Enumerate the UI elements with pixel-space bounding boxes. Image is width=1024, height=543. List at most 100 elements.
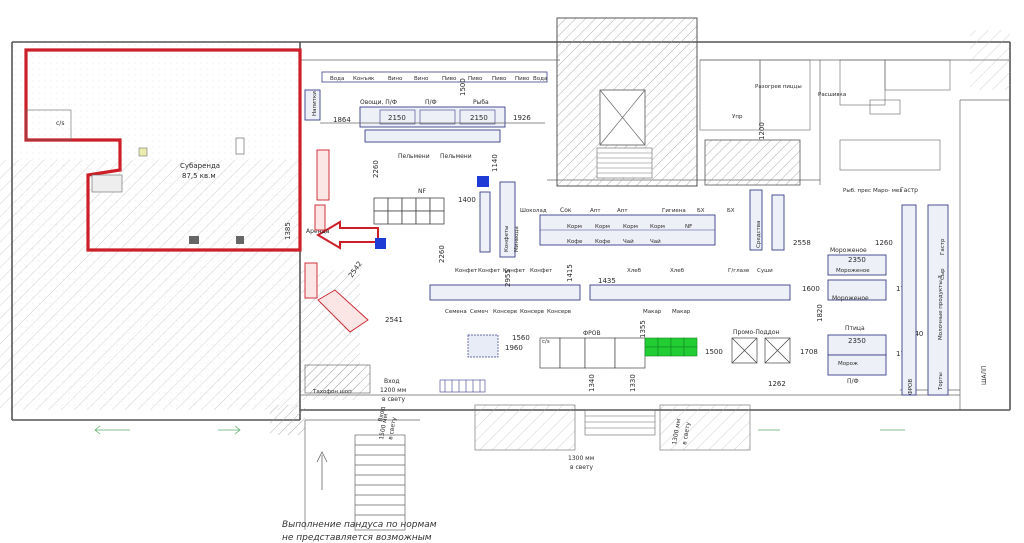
dim-1140: 1140	[491, 154, 499, 172]
dim-1415: 1415	[566, 264, 574, 282]
pelmeni-label-1: Пельмени	[398, 153, 430, 160]
dim-2541: 2541	[385, 316, 403, 324]
entry2-clear: 1500 мм	[378, 413, 389, 440]
top-label-8: Вода	[533, 76, 547, 82]
sublease-area: 87,5 кв.м	[182, 172, 216, 180]
min-label: Минвода	[514, 226, 520, 252]
apt1-label: Апт	[590, 208, 601, 214]
tax-shop-area	[304, 364, 371, 394]
pelmeni-rack	[364, 129, 501, 143]
pf-label: П/Ф	[425, 99, 437, 106]
glaze-label: Г/глазе	[728, 268, 750, 274]
ptitsa-label: Птица	[845, 325, 865, 332]
sublease-column-4	[189, 236, 199, 244]
top-label-5: Пиво	[468, 76, 483, 82]
kofe2-label: Кофе	[595, 239, 611, 245]
promo-label: Промо-Поддон	[733, 329, 780, 336]
konserv2-label: Консерв	[520, 309, 544, 315]
dim-1385: 1385	[284, 222, 292, 240]
pf-right-label: П/Ф	[847, 378, 859, 385]
molochnye-label: Молочные продукты 3	[938, 275, 944, 340]
dim-1260: 1260	[875, 239, 893, 247]
syr-label: Сыр	[940, 268, 946, 280]
napitki-rack	[304, 89, 321, 121]
entry1-note: в свету	[382, 396, 405, 403]
door2-note: в свету	[681, 421, 692, 445]
ramp-arrow	[316, 451, 328, 490]
wall-column-right	[970, 30, 1010, 90]
marker-2	[375, 238, 386, 249]
gastr2-label: Гастр	[940, 238, 946, 255]
footnote-line1: Выполнение пандуса по нормам	[282, 520, 437, 530]
ryb-pres-label: Рыб. прес	[843, 188, 871, 194]
dim-2150a: 2150	[388, 114, 406, 122]
hleb1-label: Хлеб	[627, 268, 642, 274]
veg-label: Овощи, П/Ф	[360, 99, 397, 106]
hleb2-label: Хлеб	[670, 268, 685, 274]
wc-room	[25, 109, 72, 141]
footnote-line2: не представляется возможным	[282, 533, 432, 543]
konfet3-label: Конфет	[503, 268, 526, 274]
konfet1-label: Конфет	[455, 268, 478, 274]
bh2-label: БХ	[727, 208, 735, 214]
semech-label: Семеч	[470, 309, 488, 315]
green-flow-arrows	[94, 425, 905, 435]
entry2-title: Вход	[377, 406, 387, 422]
chai1-label: Чай	[623, 238, 634, 245]
top-wall-rack	[321, 71, 548, 83]
mak-label: Макар	[672, 309, 691, 315]
sublease-column	[138, 147, 148, 157]
left-red-fixtures	[304, 149, 369, 333]
right-cold-zone	[827, 204, 949, 396]
korm2-label: Корм	[595, 224, 610, 230]
korm1-label: Корм	[567, 224, 582, 230]
ice-cream-1: Мороженое	[830, 247, 867, 254]
konfet4-label: Конфет	[530, 268, 553, 274]
torty-label: Торты	[938, 372, 944, 391]
kitchen-label: Разогрев пиццы	[755, 84, 802, 90]
ice-cream-2: Мороженое	[836, 268, 870, 274]
chai2-label: Чай	[650, 238, 661, 245]
top-label-2: Вино	[388, 76, 403, 82]
left-dotted-zone	[12, 40, 300, 410]
dim-1820: 1820	[816, 304, 824, 322]
top-right-rooms	[699, 59, 951, 171]
dim-1330: 1330	[629, 374, 637, 392]
fruit-tables	[539, 337, 646, 369]
door1-note: в свету	[570, 464, 593, 471]
nf-label: NF	[418, 188, 426, 195]
konfet2-label: Конфет	[478, 268, 501, 274]
tax-shop-label: Тахофон шоп	[312, 389, 352, 395]
dim-1500b: 1500	[459, 78, 467, 96]
semena-label: Семена	[445, 309, 467, 315]
top-label-0: Вода	[330, 76, 344, 82]
kofe1-label: Кофе	[567, 239, 583, 245]
rent-arrow	[316, 220, 379, 250]
gastr1-label: Гастр	[900, 187, 918, 194]
green-freezers	[644, 337, 698, 357]
dim-1864: 1864	[333, 116, 351, 124]
dim-1355: 1355	[639, 320, 647, 338]
misc-upr: Упр	[732, 114, 743, 120]
ice-cream-3: Мороженое	[832, 295, 869, 302]
dim-1262: 1262	[768, 380, 786, 388]
dim-1435: 1435	[598, 277, 616, 285]
pelmeni-label-2: Пельмени	[440, 153, 472, 160]
entrance-stairs	[304, 419, 420, 531]
cash-desk	[467, 334, 499, 358]
dim-2542: 2542	[347, 260, 364, 279]
kon-top-label: Конфеты	[504, 226, 510, 253]
bottom-column-left	[270, 405, 305, 435]
dim-2350a: 2350	[848, 256, 866, 264]
sublease-entry-box	[91, 174, 123, 193]
sushi-label: Суши	[757, 268, 773, 274]
top-label-3: Вино	[414, 76, 429, 82]
bottom-stairs-mid	[584, 409, 656, 436]
makar-label: Макар	[643, 309, 662, 315]
dim-1400: 1400	[458, 196, 476, 204]
promo-pallets	[731, 337, 791, 364]
dim-2150b: 2150	[470, 114, 488, 122]
konserv3-label: Консерв	[547, 309, 571, 315]
shkaf-label: ШАЛП	[981, 365, 988, 385]
